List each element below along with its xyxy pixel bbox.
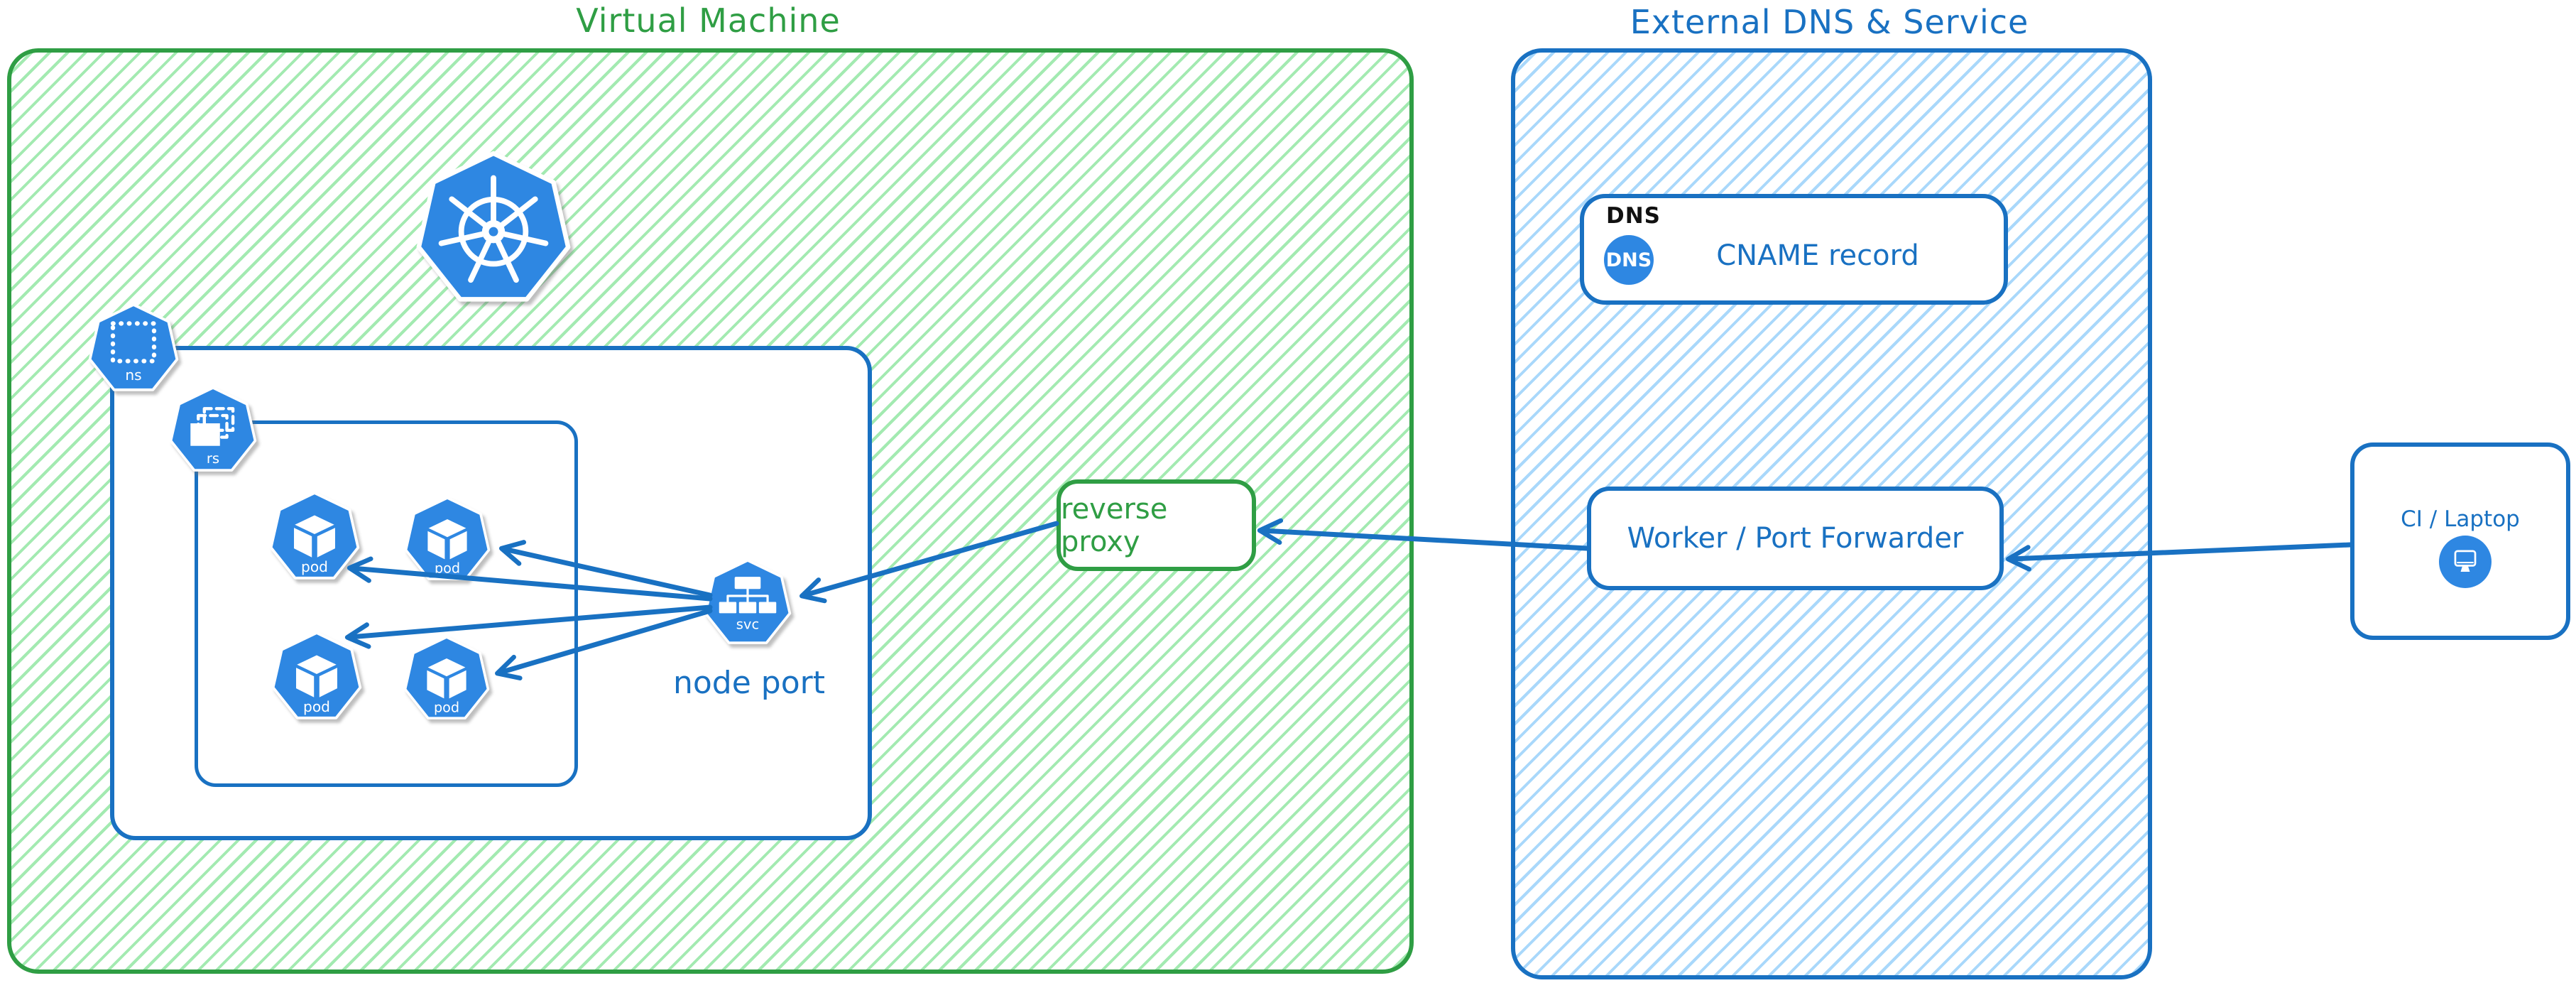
- reverse-proxy-label: reverse proxy: [1061, 492, 1168, 558]
- svg-text:pod: pod: [303, 698, 330, 715]
- worker-port-forwarder-label: Worker / Port Forwarder: [1627, 522, 1964, 555]
- svg-text:pod: pod: [435, 560, 460, 577]
- worker-port-forwarder-box: Worker / Port Forwarder: [1587, 487, 2004, 590]
- dns-badge-icon: DNS: [1604, 235, 1654, 285]
- svg-text:pod: pod: [434, 700, 459, 716]
- replicaset-box: [195, 420, 578, 787]
- pod-icon: pod: [271, 631, 362, 719]
- laptop-monitor-icon: [2439, 536, 2492, 588]
- pod-icon: pod: [403, 636, 490, 719]
- reverse-proxy-box: reverse proxy: [1057, 479, 1256, 571]
- service-svc-icon: svc: [704, 559, 792, 644]
- monitor-glyph: [2454, 550, 2477, 572]
- namespace-ns-icon: ns: [88, 303, 179, 391]
- node-port-label: node port: [673, 665, 825, 701]
- virtual-machine-title: Virtual Machine: [576, 1, 841, 40]
- external-dns-service-title: External DNS & Service: [1630, 3, 2029, 41]
- svg-text:ns: ns: [125, 366, 141, 384]
- cname-record-label: CNAME record: [1716, 239, 1919, 272]
- pod-icon: pod: [269, 492, 360, 580]
- replicaset-rs-icon: rs: [169, 386, 257, 472]
- kubernetes-logo-icon: [416, 151, 571, 302]
- dns-label: DNS: [1606, 203, 1661, 229]
- ci-laptop-label: CI / Laptop: [2401, 506, 2520, 532]
- dns-badge-text: DNS: [1605, 249, 1652, 271]
- svg-text:rs: rs: [207, 450, 219, 467]
- pod-icon: pod: [404, 496, 491, 580]
- svg-text:svc: svc: [736, 616, 759, 632]
- svg-text:pod: pod: [301, 558, 328, 575]
